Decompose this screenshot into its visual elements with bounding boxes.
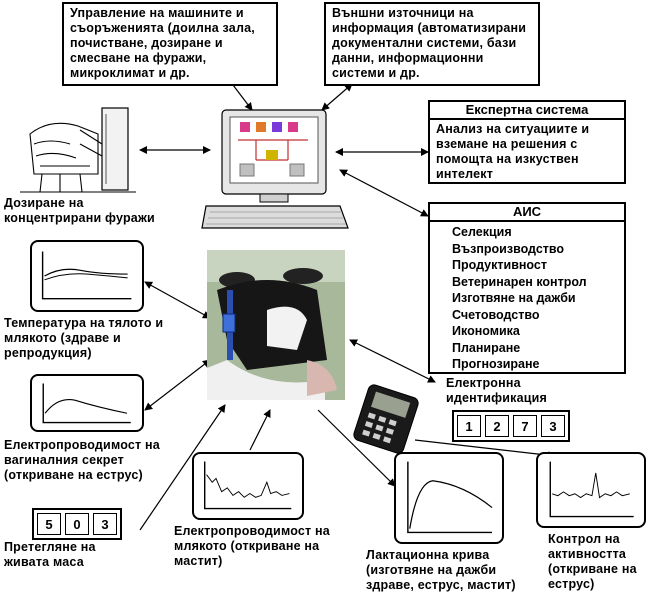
milk-conductivity-graph	[192, 452, 304, 520]
cow-photo	[207, 250, 345, 400]
weight-display: 5 0 3	[32, 508, 122, 540]
ais-list: Селекция Възпроизводство Продуктивност В…	[430, 222, 624, 373]
activity-label: Контрол на активността (откриване на ест…	[548, 532, 637, 591]
activity-chart	[549, 461, 634, 518]
arrow-weigh-cow	[139, 404, 226, 531]
vaginal-chart	[42, 383, 131, 424]
milk-conductivity-chart	[204, 461, 292, 510]
arrow-external-computer	[321, 83, 353, 111]
ais-item: Селекция	[452, 225, 512, 239]
computer-illustration	[201, 109, 349, 229]
temperature-graph	[30, 240, 144, 312]
temperature-label: Температура на тялото и млякото (здраве …	[4, 316, 164, 360]
feeder-illustration	[20, 107, 136, 193]
lactation-chart	[407, 461, 493, 534]
expert-system-title: Експертна система	[430, 102, 624, 120]
vaginal-label: Електропроводимост на вагиналния секрет …	[4, 438, 160, 482]
vaginal-graph	[30, 374, 144, 432]
arrow-lactation-cow	[317, 409, 396, 487]
arrow-vaginal-cow	[144, 359, 211, 411]
machines-control-text: Управление на машините и съоръженията (д…	[70, 6, 255, 80]
ais-item: Възпроизводство	[452, 241, 565, 256]
ais-box: АИС Селекция Възпроизводство Продуктивно…	[428, 202, 626, 374]
arrow-reader-activity	[414, 439, 556, 460]
eid-display: 1 2 7 3	[452, 410, 570, 442]
eid-digit: 1	[457, 415, 481, 437]
arrow-temp-cow	[144, 281, 211, 319]
arrow-milk-cow	[249, 409, 271, 451]
milk-conductivity-label: Електропроводимост на млякото (откриване…	[174, 524, 330, 568]
external-sources-text: Външни източници на информация (автомати…	[332, 6, 527, 80]
external-sources-box: Външни източници на информация (автомати…	[324, 2, 540, 86]
weight-digit: 3	[93, 513, 117, 535]
ais-item: Икономика	[452, 324, 520, 338]
weighing-label: Претегляне на живата маса	[4, 540, 96, 569]
weight-digit: 0	[65, 513, 89, 535]
activity-graph	[536, 452, 646, 528]
lactation-label: Лактационна крива (изготвяне на дажби зд…	[366, 548, 516, 592]
weight-digit: 5	[37, 513, 61, 535]
ais-item: Планиране	[452, 340, 521, 355]
machines-control-box: Управление на машините и съоръженията (д…	[62, 2, 278, 86]
dosing-label: Дозиране на концентрирани фуражи	[4, 196, 155, 225]
temperature-chart	[41, 251, 132, 300]
expert-system-box: Експертна система Анализ на ситуациите и…	[428, 100, 626, 184]
ais-title: АИС	[430, 204, 624, 222]
arrow-eid-cow	[349, 339, 436, 383]
ais-item: Прогнозиране	[452, 357, 540, 371]
ais-item: Ветеринарен контрол	[452, 274, 587, 289]
eid-digit: 3	[541, 415, 565, 437]
ais-item: Изготвяне на дажби	[452, 291, 576, 305]
ais-item: Счетоводство	[452, 307, 540, 322]
ais-item: Продуктивност	[452, 258, 547, 272]
reader-device-illustration	[353, 384, 419, 454]
eid-digit: 2	[485, 415, 509, 437]
eid-label: Електронна идентификация	[446, 376, 548, 405]
arrow-ais-computer	[339, 169, 429, 217]
eid-digit: 7	[513, 415, 537, 437]
lactation-graph	[394, 452, 504, 544]
expert-system-text: Анализ на ситуациите и вземане на решени…	[436, 122, 590, 181]
